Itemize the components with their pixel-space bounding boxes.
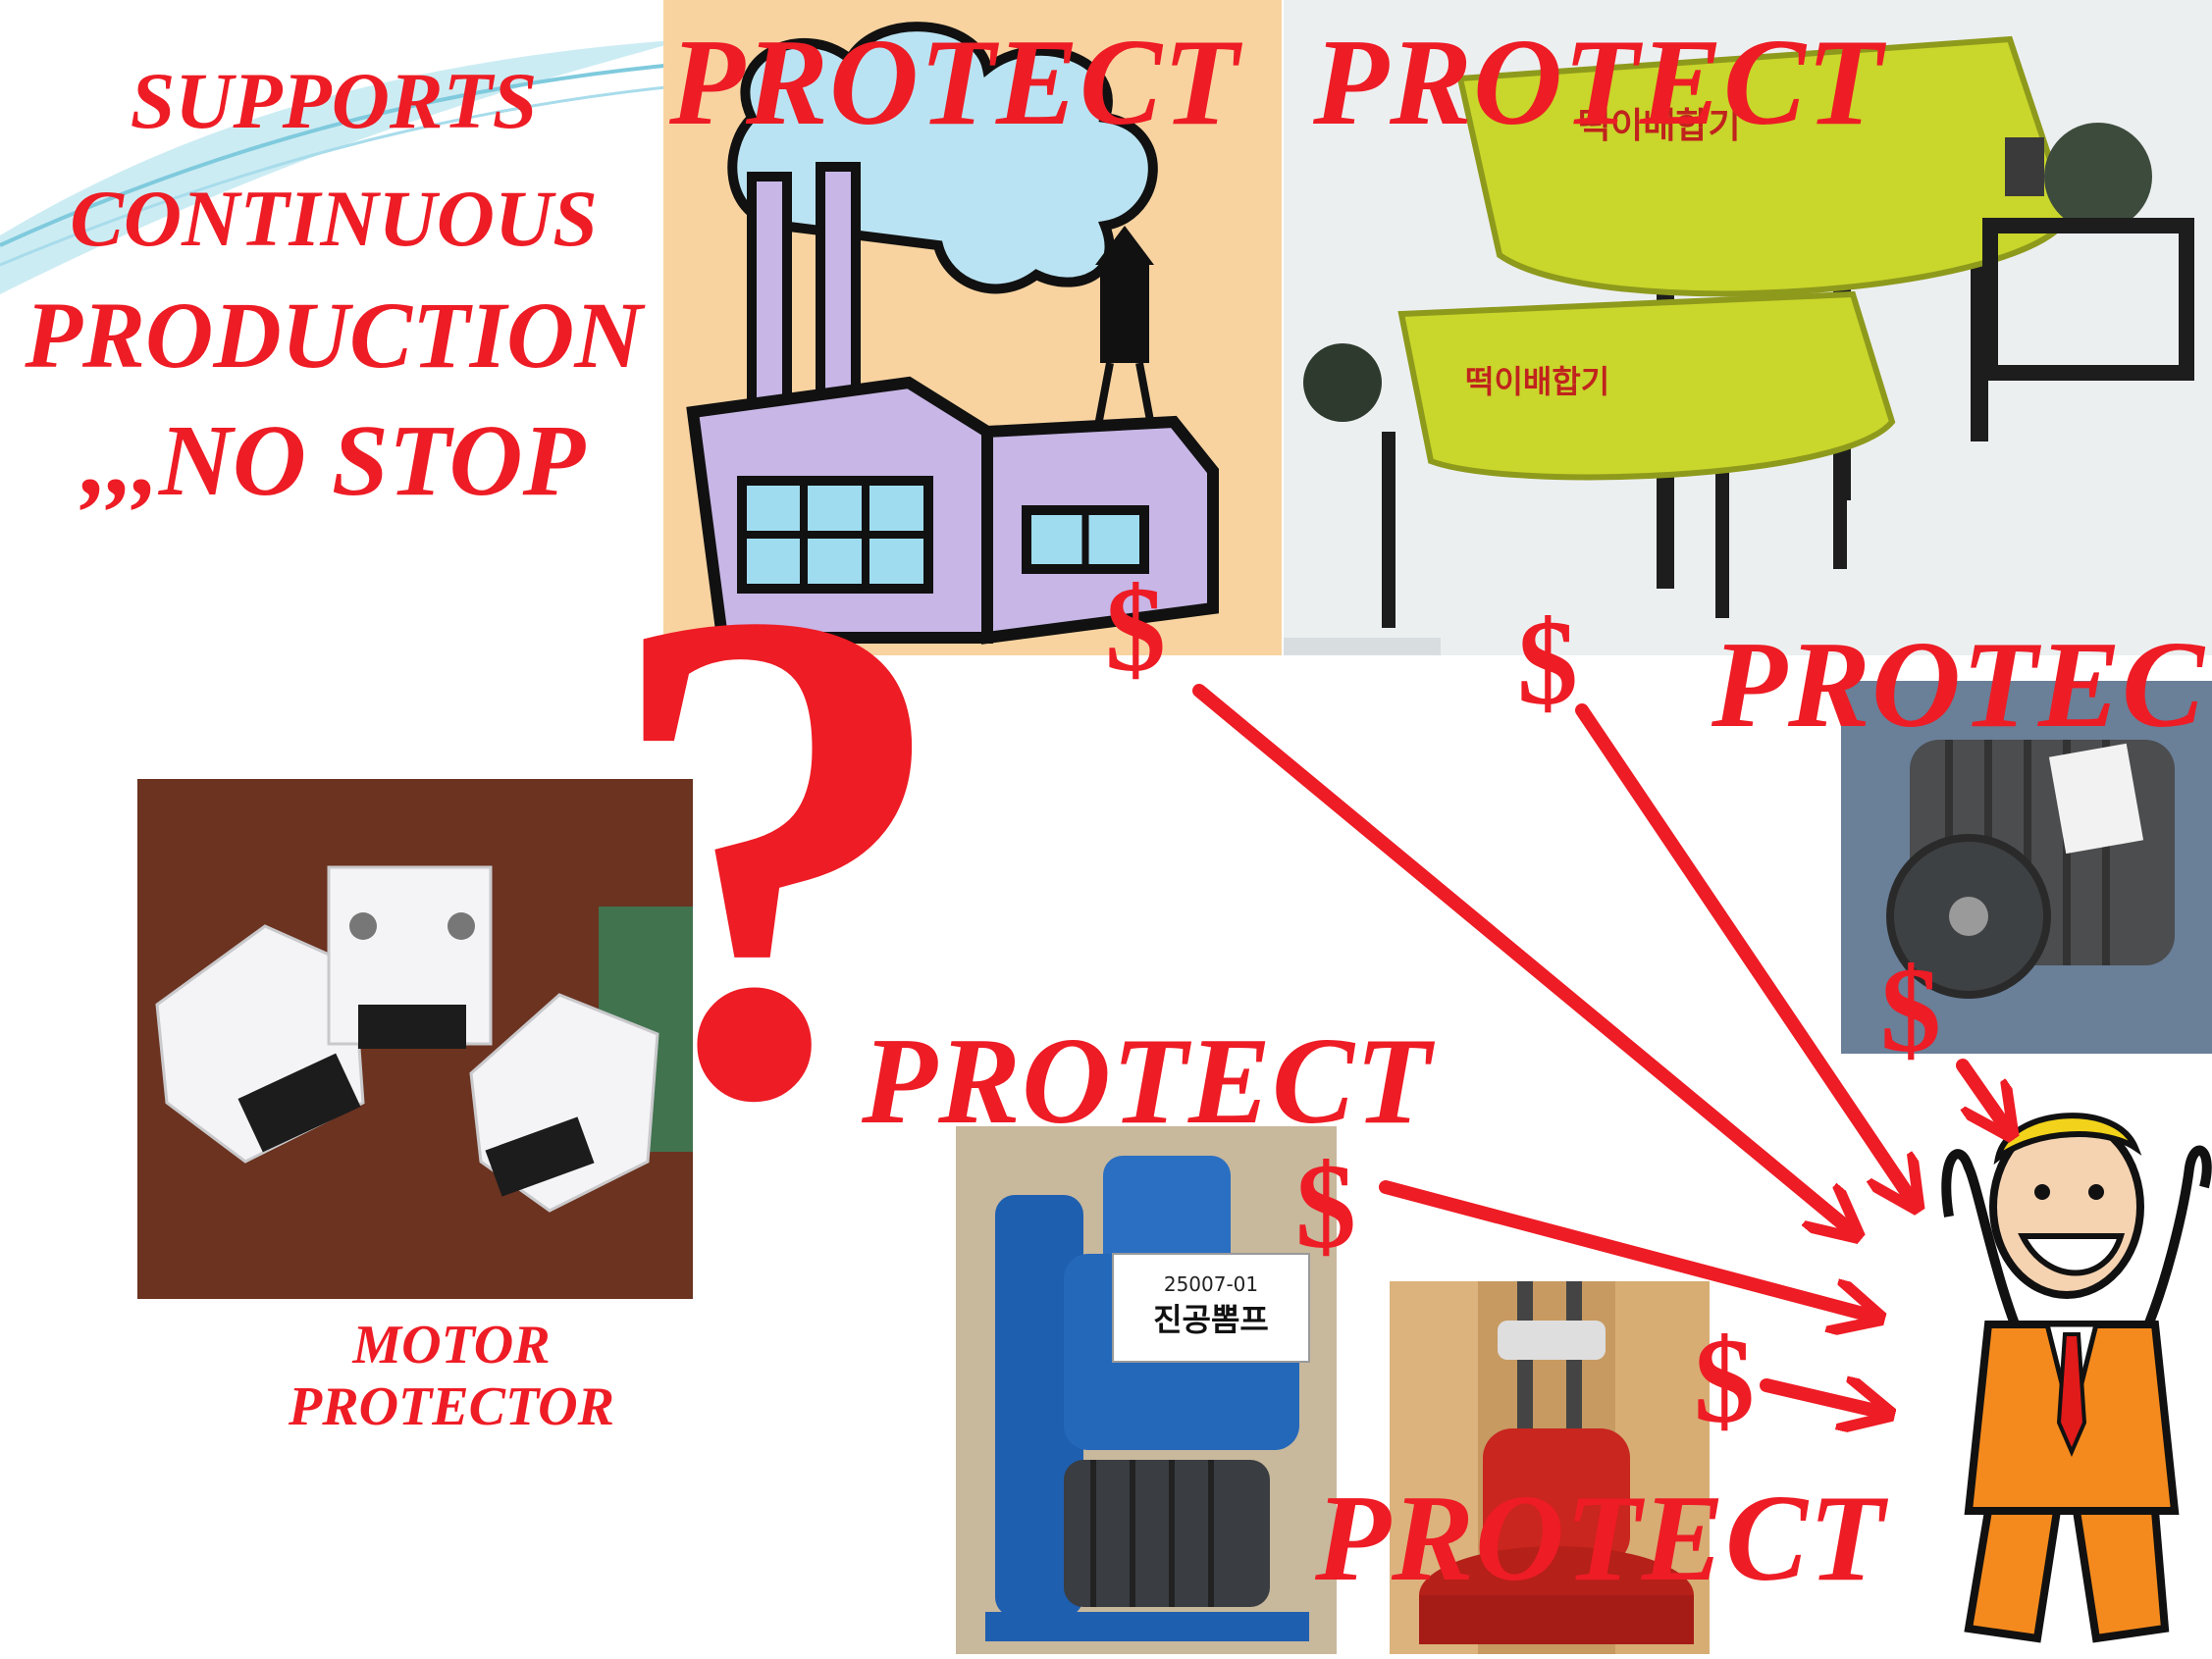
- headline-line-3: PRODUCTION: [25, 283, 643, 388]
- dollar-mixer: $: [1517, 596, 1578, 730]
- headline: SUPPORTS CONTINUOUS PRODUCTION ,,,NO STO…: [0, 61, 667, 512]
- protect-mixer-label: PROTECT: [1313, 15, 1884, 151]
- motor-protector-caption: MOTOR PROTECTOR: [226, 1315, 677, 1437]
- caption-line-2: PROTECTOR: [289, 1375, 614, 1437]
- arrow-pump: [1379, 1180, 1874, 1317]
- motor-protector-devices: [137, 779, 693, 1299]
- dollar-pump: $: [1295, 1139, 1356, 1273]
- protect-grinder-label: PROTECT: [1315, 1471, 1886, 1607]
- headline-line-4: ,,,NO STOP: [81, 404, 586, 517]
- mixer-machines-photo: 떡이배합기 떡이배합기: [1284, 0, 2212, 655]
- arrow-mixer: [1575, 703, 1914, 1203]
- happy-businessman: [1910, 1099, 2212, 1654]
- question-mark-icon: ?: [601, 462, 954, 1245]
- factory-icon: [686, 22, 1219, 645]
- headline-line-1: SUPPORTS: [130, 56, 538, 145]
- pump-tag-code: 25007-01: [1164, 1272, 1258, 1296]
- dollar-grinder: $: [1694, 1314, 1755, 1448]
- mixer-small-label: 떡이배합기: [1465, 363, 1609, 400]
- vacuum-pump-icon: 25007-01 진공뽐프: [956, 1126, 1337, 1654]
- motor-protector-photo: [137, 779, 693, 1299]
- headline-line-2: CONTINUOUS: [70, 174, 598, 263]
- dollar-factory: $: [1105, 562, 1166, 697]
- electric-motor-icon: [1841, 681, 2212, 1054]
- vacuum-pump-photo: 25007-01 진공뽐프: [956, 1126, 1337, 1654]
- electric-motor-photo: [1841, 681, 2212, 1054]
- mixer-large-label: 떡이배합기: [1578, 106, 1741, 146]
- protect-factory-label: PROTECT: [669, 15, 1240, 151]
- protect-pump-label: PROTECT: [862, 1013, 1433, 1150]
- floor-grinder-icon: [1390, 1281, 1710, 1654]
- happy-businessman-icon: [1941, 1113, 2212, 1643]
- mixer-machine-icon: 떡이배합기 떡이배합기: [1284, 35, 2194, 655]
- question-mark: ?: [601, 500, 954, 1207]
- arrow-factory: [1192, 684, 1853, 1232]
- protect-motor-label: PROTECT: [1712, 617, 2212, 753]
- caption-line-1: MOTOR: [352, 1315, 551, 1375]
- factory-illustration: [663, 0, 1282, 655]
- floor-grinder-photo: [1390, 1281, 1710, 1654]
- arrow-grinder: [1760, 1385, 1884, 1413]
- arrow-motor: [1956, 1059, 2008, 1130]
- pump-tag-name: 진공뽐프: [1153, 1301, 1269, 1338]
- dollar-motor: $: [1880, 943, 1941, 1077]
